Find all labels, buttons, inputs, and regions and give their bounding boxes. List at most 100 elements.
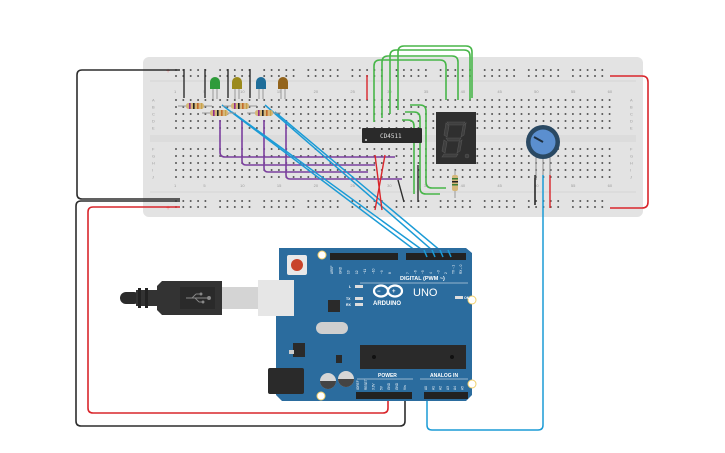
column-number: 60	[608, 183, 613, 188]
breadboard-hole	[601, 169, 604, 171]
breadboard-hole	[241, 169, 244, 171]
wire-pot-signal	[426, 175, 544, 431]
rail-hole	[498, 75, 501, 77]
breadboard-hole	[226, 127, 229, 129]
breadboard-hole	[299, 99, 302, 101]
rail-hole	[226, 206, 229, 208]
breadboard-hole	[564, 155, 567, 157]
breadboard-hole	[571, 99, 574, 101]
breadboard-hole	[380, 162, 383, 164]
breadboard-hole	[263, 106, 266, 108]
breadboard-hole	[542, 120, 545, 122]
breadboard-hole	[608, 127, 611, 129]
crystal	[316, 322, 348, 334]
breadboard-hole	[358, 162, 361, 164]
seven-segment-display[interactable]	[436, 112, 476, 164]
breadboard-hole	[189, 99, 192, 101]
breadboard-hole	[263, 99, 266, 101]
led-blue[interactable]	[256, 77, 266, 99]
breadboard-hole	[226, 169, 229, 171]
breadboard-hole	[579, 155, 582, 157]
rail-hole	[513, 200, 516, 202]
breadboard-hole	[314, 99, 317, 101]
led-yellow[interactable]	[232, 77, 242, 99]
rail-hole	[314, 200, 317, 202]
breadboard-hole	[601, 127, 604, 129]
breadboard-hole	[579, 106, 582, 108]
breadboard-hole	[586, 106, 589, 108]
rail-hole	[601, 206, 604, 208]
breadboard-hole	[292, 113, 295, 115]
breadboard-hole	[277, 169, 280, 171]
rail-hole	[182, 200, 185, 202]
breadboard-hole	[505, 127, 508, 129]
decoder-chip[interactable]: CD4511	[362, 128, 422, 143]
pin-label: 8	[388, 272, 392, 274]
breadboard-hole	[579, 169, 582, 171]
breadboard-hole	[189, 176, 192, 178]
breadboard-hole	[307, 113, 310, 115]
breadboard-hole	[189, 127, 192, 129]
breadboard-hole	[285, 106, 288, 108]
pin-label: 2	[444, 272, 448, 274]
breadboard-hole	[402, 155, 405, 157]
breadboard-hole	[469, 176, 471, 178]
rail-hole	[505, 69, 508, 71]
rail-hole	[285, 75, 288, 77]
breadboard-hole	[579, 162, 582, 164]
rail-hole	[446, 206, 449, 208]
breadboard-hole	[483, 169, 486, 171]
breadboard-hole	[351, 148, 354, 150]
potentiometer[interactable]	[526, 125, 560, 180]
breadboard-hole	[432, 127, 435, 129]
breadboard-hole	[476, 176, 479, 178]
breadboard-hole	[322, 120, 324, 122]
rail-hole	[461, 200, 464, 202]
rail-hole	[219, 69, 222, 71]
decimal-point	[464, 153, 470, 159]
breadboard-hole	[344, 120, 346, 122]
breadboard-hole	[358, 120, 361, 122]
rail-hole	[446, 200, 449, 202]
row-label: D	[630, 119, 633, 124]
breadboard-hole	[527, 106, 530, 108]
breadboard-hole	[601, 155, 604, 157]
rail-hole	[197, 200, 200, 202]
breadboard-hole	[410, 106, 413, 108]
breadboard-hole	[527, 120, 530, 122]
column-number: 50	[534, 183, 539, 188]
breadboard-hole	[322, 113, 324, 115]
breadboard-hole	[571, 169, 574, 171]
breadboard-hole	[314, 169, 317, 171]
led-orange[interactable]	[278, 77, 288, 99]
breadboard-hole	[204, 99, 207, 101]
breadboard-hole	[255, 99, 258, 101]
breadboard-hole	[594, 99, 596, 101]
breadboard-hole	[292, 106, 295, 108]
breadboard-hole	[211, 99, 214, 101]
breadboard-hole	[476, 162, 479, 164]
breadboard-hole	[388, 176, 391, 178]
breadboard-hole	[402, 176, 405, 178]
rail-hole	[263, 75, 266, 77]
rail-hole	[542, 69, 545, 71]
breadboard-hole	[197, 176, 200, 178]
breadboard-hole	[233, 120, 236, 122]
rail-hole	[263, 69, 266, 71]
breadboard-hole	[182, 120, 185, 122]
breadboard-hole	[483, 162, 486, 164]
rail-hole	[395, 69, 398, 71]
column-number: 30	[387, 183, 392, 188]
breadboard-hole	[432, 176, 435, 178]
column-number: 5	[203, 183, 206, 188]
breadboard-hole	[197, 113, 200, 115]
breadboard-hole	[608, 162, 611, 164]
breadboard-hole	[483, 127, 486, 129]
rail-hole	[586, 206, 589, 208]
breadboard-hole	[608, 113, 611, 115]
column-number: 15	[277, 89, 282, 94]
breadboard-hole	[557, 176, 560, 178]
rail-hole	[601, 200, 604, 202]
led-green[interactable]	[210, 77, 220, 99]
